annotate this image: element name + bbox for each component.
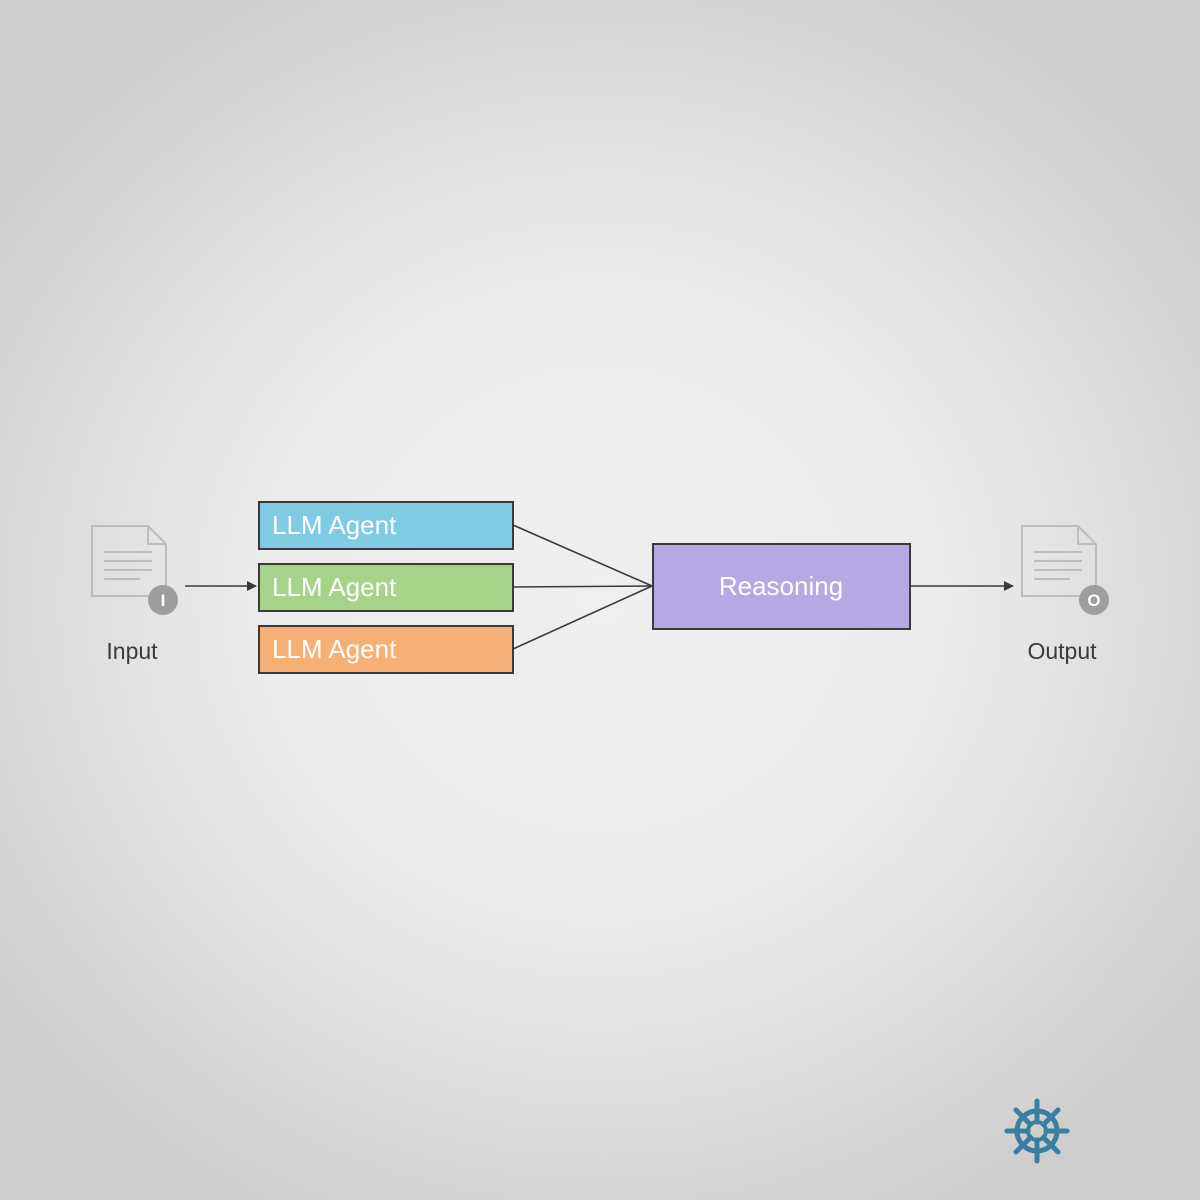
output-badge-text: O [1087,591,1100,610]
output-document-icon: O [1021,525,1109,615]
agent-1-to-reasoning-line [512,524,653,587]
agent-1-label: LLM Agent [272,510,397,540]
reasoning-node: Reasoning [652,543,911,630]
agent-3-label: LLM Agent [272,634,397,664]
agent-2-box [258,563,514,612]
input-document-icon: I [91,525,178,615]
reasoning-label: Reasoning [719,571,843,601]
input-label: Input [106,638,158,664]
agent-2-label: LLM Agent [272,572,397,602]
agent-3: LLM Agent [258,625,514,674]
output-label: Output [1027,638,1097,664]
agent-1: LLM Agent [258,501,514,550]
agent-3-box [258,625,514,674]
input-badge-icon [148,585,178,615]
agent-3-to-reasoning-line [512,585,653,650]
agent-2: LLM Agent [258,563,514,612]
output-badge-icon [1079,585,1109,615]
ship-wheel-logo-icon [1004,1098,1070,1164]
input-badge-text: I [161,591,166,610]
agent-2-to-reasoning-line [512,585,653,588]
